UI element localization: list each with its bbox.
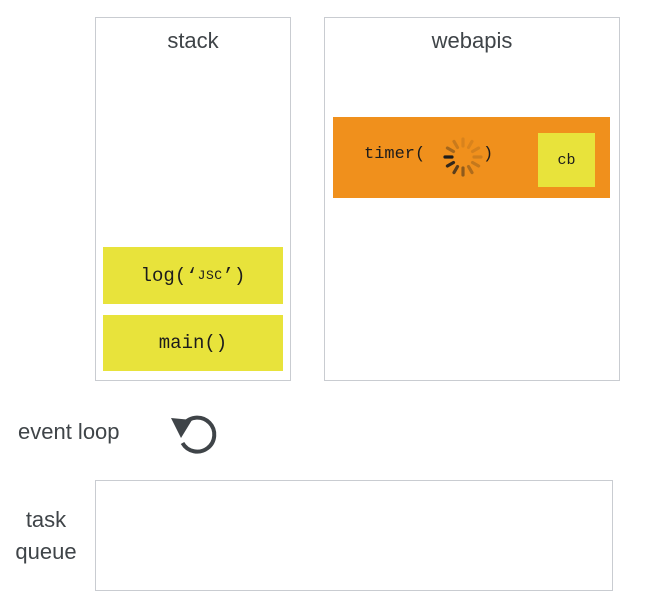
- stack-panel: stack log(‘JSC’) main(): [95, 17, 291, 381]
- stack-frame-log: log(‘JSC’): [103, 247, 283, 304]
- timer-close-paren: ): [483, 145, 494, 164]
- webapi-timer-block: timer( ) cb: [333, 117, 610, 198]
- stack-title: stack: [167, 28, 219, 53]
- timer-label: timer(: [364, 145, 426, 164]
- task-queue-label: task queue: [8, 504, 84, 568]
- webapis-title: webapis: [431, 28, 513, 53]
- circular-arrow-icon: [171, 415, 217, 454]
- frame-fn: main(): [158, 332, 228, 354]
- frame-fn: log(‘: [140, 264, 198, 287]
- task-label-line2: queue: [15, 539, 77, 564]
- stack-frame-main: main(): [103, 315, 283, 371]
- frame-close: ’): [222, 264, 246, 287]
- spinner-icon: [443, 137, 483, 177]
- callback-box: cb: [538, 133, 595, 187]
- webapis-panel: webapis: [324, 17, 620, 381]
- frame-arg: JSC: [197, 268, 223, 283]
- task-queue-panel: [95, 480, 613, 591]
- event-loop-label: event loop: [18, 419, 120, 444]
- task-label-line1: task: [25, 507, 67, 532]
